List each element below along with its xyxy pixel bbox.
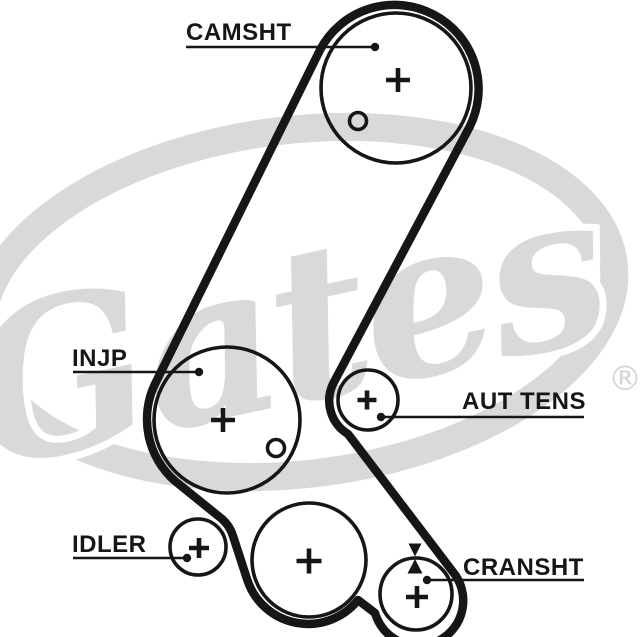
timing-belt-path: [142, 0, 483, 637]
camshaft-pulley-circle: [319, 11, 473, 165]
camshaft-center-cross-icon: [386, 68, 410, 92]
leader-dot-idler: [182, 553, 192, 563]
idler-pulley-circle: [168, 517, 228, 577]
injection-pump-pulley-circle: [152, 345, 302, 495]
pulleys: [152, 11, 473, 632]
label-camshaft: CAMSHT: [186, 19, 292, 46]
water-pump-center-cross-icon: [296, 548, 322, 574]
registered-trademark-symbol: ®: [608, 359, 640, 399]
auto-tensioner-center-cross-icon: [357, 390, 377, 410]
crankshaft-pulley-circle: [378, 556, 454, 632]
leader-dot-crankshaft: [422, 575, 432, 585]
idler-center-cross-icon: [189, 538, 209, 558]
label-injection-pump: INJP: [72, 345, 127, 372]
gates-watermark: Gates ®: [0, 112, 640, 524]
camshaft-bolt-hole-icon: [347, 110, 369, 132]
injection-pump-center-cross-icon: [211, 408, 235, 432]
injection-pump-bolt-hole-icon: [265, 437, 287, 459]
crankshaft-timing-marks: [407, 543, 423, 574]
label-idler: IDLER: [72, 531, 147, 558]
crankshaft-center-cross-icon: [406, 586, 428, 608]
timing-arrow-up-icon: [407, 559, 423, 574]
water-pump-pulley-circle: [250, 501, 368, 619]
leader-dots: [182, 42, 432, 585]
center-marks: [189, 68, 428, 608]
leader-lines: [73, 45, 584, 582]
label-crankshaft: CRANSHT: [463, 554, 584, 581]
auto-tensioner-pulley-circle: [336, 368, 400, 432]
leader-dot-auto-tensioner: [376, 412, 386, 422]
timing-arrow-down-icon: [408, 543, 422, 557]
leader-dot-injection-pump: [194, 367, 204, 377]
label-auto-tensioner: AUT TENS: [462, 388, 586, 415]
labels: CAMSHT INJP AUT TENS IDLER CRANSHT: [72, 19, 586, 581]
leader-dot-camshaft: [370, 42, 380, 52]
